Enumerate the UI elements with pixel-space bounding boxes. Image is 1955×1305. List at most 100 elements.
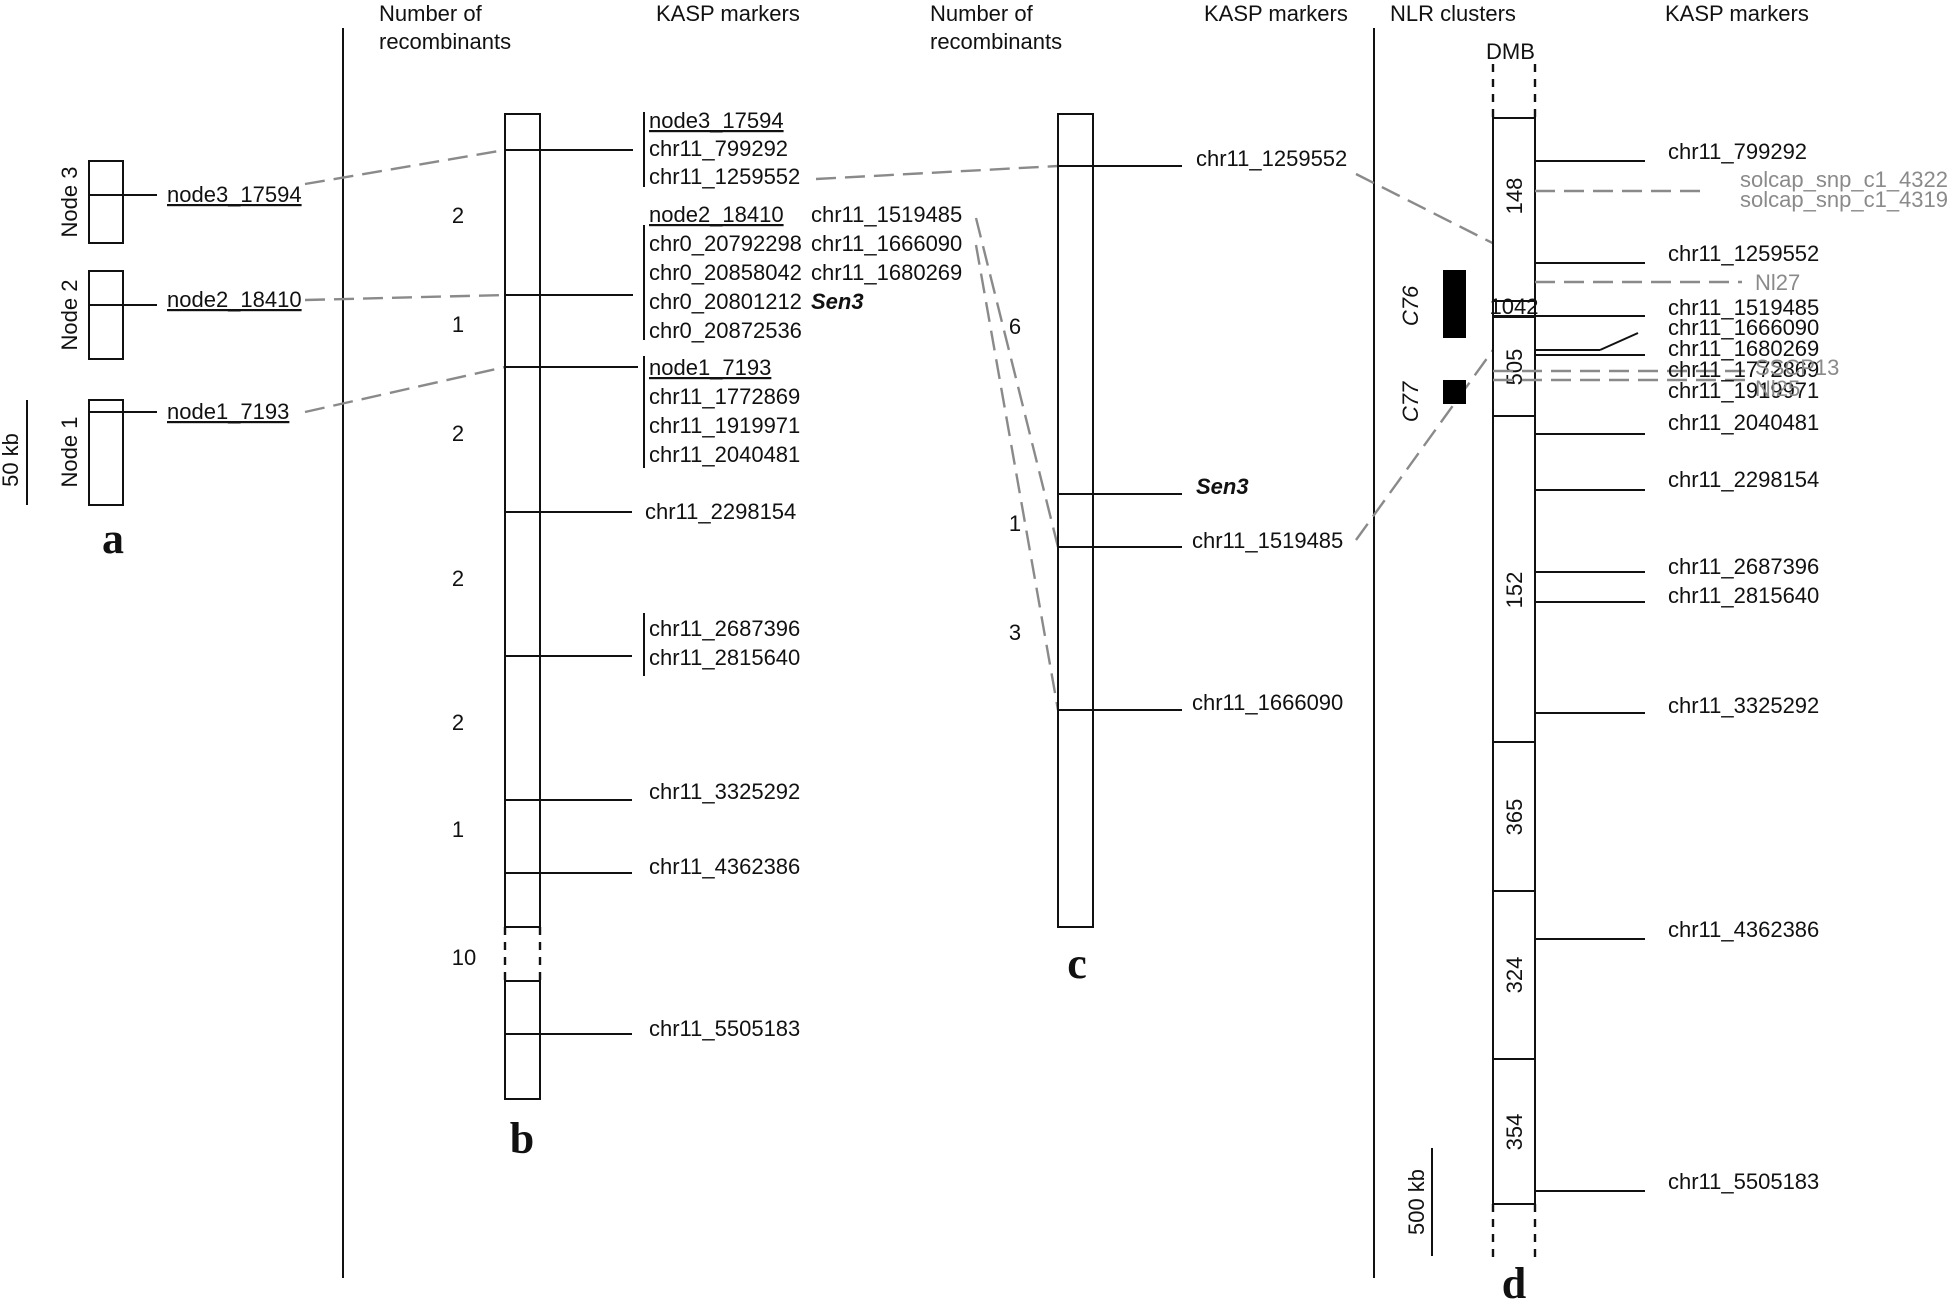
connector-node3 xyxy=(304,148,506,186)
b-node2-marker: node2_18410 xyxy=(649,202,784,227)
gray-marker-solcap-4319: solcap_snp_c1_4319 xyxy=(1740,187,1948,212)
b-recomb-6: 1 xyxy=(452,817,464,842)
d-marker-2815640: chr11_2815640 xyxy=(1668,583,1819,608)
connector-1519485 xyxy=(974,217,1060,548)
b-recomb-2: 1 xyxy=(452,312,464,337)
d-marker-1259552: chr11_1259552 xyxy=(1668,241,1819,266)
segment-1042: 1042 xyxy=(1490,294,1539,319)
b-recomb-1: 2 xyxy=(452,203,464,228)
scale-500kb-label: 500 kb xyxy=(1404,1169,1429,1235)
d-marker-1666090: chr11_1666090 xyxy=(1668,315,1819,340)
b-marker-2687396: chr11_2687396 xyxy=(649,616,800,641)
header-c-kasp: KASP markers xyxy=(1204,1,1348,26)
d-marker-2298154: chr11_2298154 xyxy=(1668,467,1819,492)
c-recomb-3: 3 xyxy=(1009,620,1021,645)
node2-label: Node 2 xyxy=(57,280,82,351)
node2-box xyxy=(88,270,124,360)
b-marker-1259552: chr11_1259552 xyxy=(649,164,800,189)
b-marker-20792298: chr0_20792298 xyxy=(649,231,802,256)
b-marker-799292: chr11_799292 xyxy=(649,136,788,161)
b-marker-1680269: chr11_1680269 xyxy=(811,260,962,285)
connector-1666090 xyxy=(974,244,1060,711)
b-marker-20858042: chr0_20858042 xyxy=(649,260,802,285)
segment-365: 365 xyxy=(1502,799,1527,836)
node3-marker: node3_17594 xyxy=(167,182,302,207)
b-marker-20801212: chr0_20801212 xyxy=(649,289,802,314)
d-marker-1680269: chr11_1680269 xyxy=(1668,336,1819,361)
header-c-recomb-1: Number of xyxy=(930,1,1034,26)
segment-354: 354 xyxy=(1502,1114,1527,1151)
b-recomb-7: 10 xyxy=(452,945,476,970)
c-marker-1666090: chr11_1666090 xyxy=(1192,690,1343,715)
gray-marker-solcap-4322: solcap_snp_c1_4322 xyxy=(1740,167,1948,192)
b-marker-2815640: chr11_2815640 xyxy=(649,645,800,670)
d-marker-1919971: chr11_1919971 xyxy=(1668,378,1819,403)
panel-d: 148 1042 505 152 365 324 354 C76 C77 chr… xyxy=(1398,64,1948,1305)
header-d-dmb: DMB xyxy=(1486,39,1535,64)
d-marker-2687396: chr11_2687396 xyxy=(1668,554,1819,579)
c-marker-1259552: chr11_1259552 xyxy=(1196,146,1347,171)
gray-marker-sscp13: SSCP13 xyxy=(1755,355,1839,380)
node3-label: Node 3 xyxy=(57,167,82,238)
segment-152: 152 xyxy=(1502,572,1527,609)
d-marker-799292: chr11_799292 xyxy=(1668,139,1807,164)
c-recomb-1: 6 xyxy=(1009,314,1021,339)
connector-1259552 xyxy=(815,164,1059,181)
header-d-kasp: KASP markers xyxy=(1665,1,1809,26)
b-marker-4362386: chr11_4362386 xyxy=(649,854,800,879)
header-b-kasp: KASP markers xyxy=(656,1,800,26)
panel-a: Node 3 node3_17594 Node 2 node2_18410 No… xyxy=(0,160,302,563)
b-marker-1919971: chr11_1919971 xyxy=(649,413,800,438)
b-marker-1519485: chr11_1519485 xyxy=(811,202,962,227)
chromosome-b-upper xyxy=(504,113,541,928)
d-marker-3325292: chr11_3325292 xyxy=(1668,693,1819,718)
panel-label-d: d xyxy=(1502,1259,1526,1305)
panel-label-b: b xyxy=(510,1114,534,1163)
node2-marker: node2_18410 xyxy=(167,287,302,312)
c-sen3-label: Sen3 xyxy=(1196,474,1249,499)
cluster-c77-block xyxy=(1443,380,1466,404)
node3-box xyxy=(88,160,124,244)
b-recomb-3: 2 xyxy=(452,421,464,446)
panel-label-a: a xyxy=(102,514,124,563)
b-recomb-5: 2 xyxy=(452,710,464,735)
connector-node2 xyxy=(304,293,506,302)
node1-box xyxy=(88,399,124,506)
d-marker-1772869: chr11_1772869 xyxy=(1668,357,1819,382)
cluster-c76-block xyxy=(1443,270,1466,338)
d-marker-4362386: chr11_4362386 xyxy=(1668,917,1819,942)
gray-marker-nl27: Nl27 xyxy=(1755,270,1800,295)
header-c-recomb-2: recombinants xyxy=(930,29,1062,54)
d-marker-1519485: chr11_1519485 xyxy=(1668,295,1819,320)
b-marker-2040481: chr11_2040481 xyxy=(649,442,800,467)
connector-node1 xyxy=(304,365,506,414)
b-sen3-label: Sen3 xyxy=(811,289,864,314)
connector-c-d-1519485 xyxy=(1355,349,1494,541)
panel-c: chr11_1259552 Sen3 chr11_1519485 chr11_1… xyxy=(1009,113,1347,988)
cluster-c76-label: C76 xyxy=(1398,285,1423,326)
b-marker-1772869: chr11_1772869 xyxy=(649,384,800,409)
gray-marker-nl25: Nl25 xyxy=(1755,376,1800,401)
cluster-c77-label: C77 xyxy=(1398,381,1423,422)
panel-b: node3_17594 chr11_799292 chr11_1259552 n… xyxy=(452,108,963,1163)
headers: Number of recombinants KASP markers Numb… xyxy=(379,1,1809,64)
d-marker-2040481: chr11_2040481 xyxy=(1668,410,1819,435)
b-marker-5505183: chr11_5505183 xyxy=(649,1016,800,1041)
b-node1-marker: node1_7193 xyxy=(649,355,771,380)
b-marker-20872536: chr0_20872536 xyxy=(649,318,802,343)
b-recomb-4: 2 xyxy=(452,566,464,591)
b-marker-2298154: chr11_2298154 xyxy=(645,499,796,524)
b-marker-3325292: chr11_3325292 xyxy=(649,779,800,804)
chromosome-d xyxy=(1492,117,1536,1205)
node1-marker: node1_7193 xyxy=(167,399,289,424)
segment-324: 324 xyxy=(1502,957,1527,994)
segment-148: 148 xyxy=(1502,178,1527,215)
scale-50kb-label: 50 kb xyxy=(0,433,23,487)
d-marker-5505183: chr11_5505183 xyxy=(1668,1169,1819,1194)
header-b-recomb-2: recombinants xyxy=(379,29,511,54)
b-node3-marker: node3_17594 xyxy=(649,108,784,133)
node1-label: Node 1 xyxy=(57,417,82,488)
header-b-recomb-1: Number of xyxy=(379,1,483,26)
panel-label-c: c xyxy=(1067,939,1087,988)
